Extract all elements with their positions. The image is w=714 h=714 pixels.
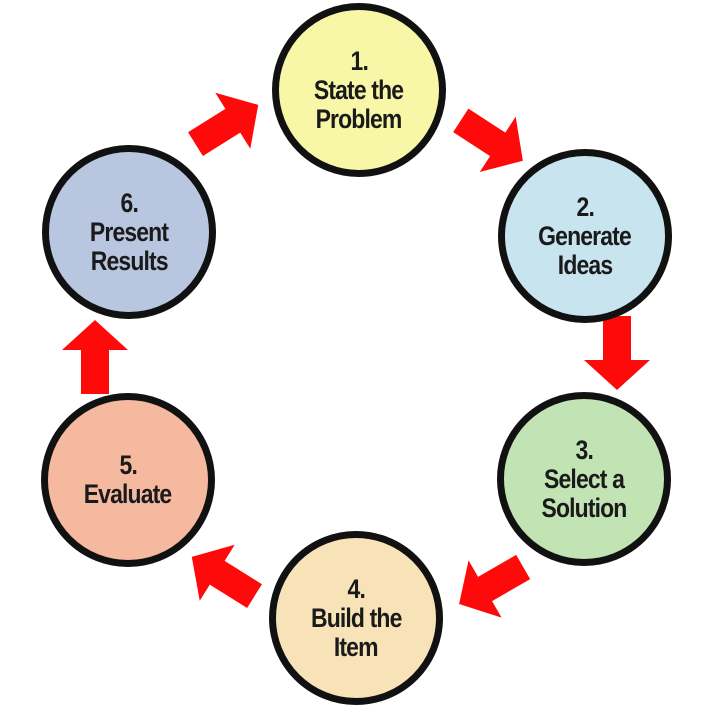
step-label-line: State the <box>314 74 404 105</box>
step-4-build-the-item: 4. Build the Item <box>269 531 443 705</box>
arrow-icon-3-to-4 <box>459 554 531 618</box>
step-label-line: Problem <box>316 103 403 134</box>
step-5-evaluate: 5. Evaluate <box>41 393 215 567</box>
step-3-select-a-solution: 3. Select a Solution <box>497 392 671 566</box>
step-label-line: Ideas <box>557 249 613 280</box>
step-1-state-the-problem: 1. State the Problem <box>272 3 446 177</box>
arrow-icon-1-to-2 <box>453 108 523 173</box>
step-number: 6. <box>120 187 138 218</box>
step-label-line: Results <box>90 245 169 276</box>
step-number: 3. <box>575 434 593 465</box>
step-number: 2. <box>576 191 594 222</box>
arrow-icon-5-to-6 <box>62 320 128 394</box>
step-label-line: Generate <box>538 220 633 251</box>
step-label-line: Evaluate <box>84 479 172 509</box>
arrow-icon-6-to-1 <box>188 92 259 156</box>
step-label-line: Build the <box>310 602 402 633</box>
step-2-generate-ideas: 2. Generate Ideas <box>498 149 672 323</box>
step-number: 1. <box>350 45 368 76</box>
step-number: 5. <box>119 450 137 480</box>
step-label-line: Solution <box>541 492 627 523</box>
arrow-icon-2-to-3 <box>584 316 650 390</box>
step-number: 4. <box>347 573 365 604</box>
arrow-icon-4-to-5 <box>191 544 262 608</box>
step-label-line: Select a <box>544 463 625 494</box>
step-label-line: Item <box>334 631 379 662</box>
step-6-present-results: 6. Present Results <box>42 145 216 319</box>
step-label-line: Present <box>89 216 169 247</box>
